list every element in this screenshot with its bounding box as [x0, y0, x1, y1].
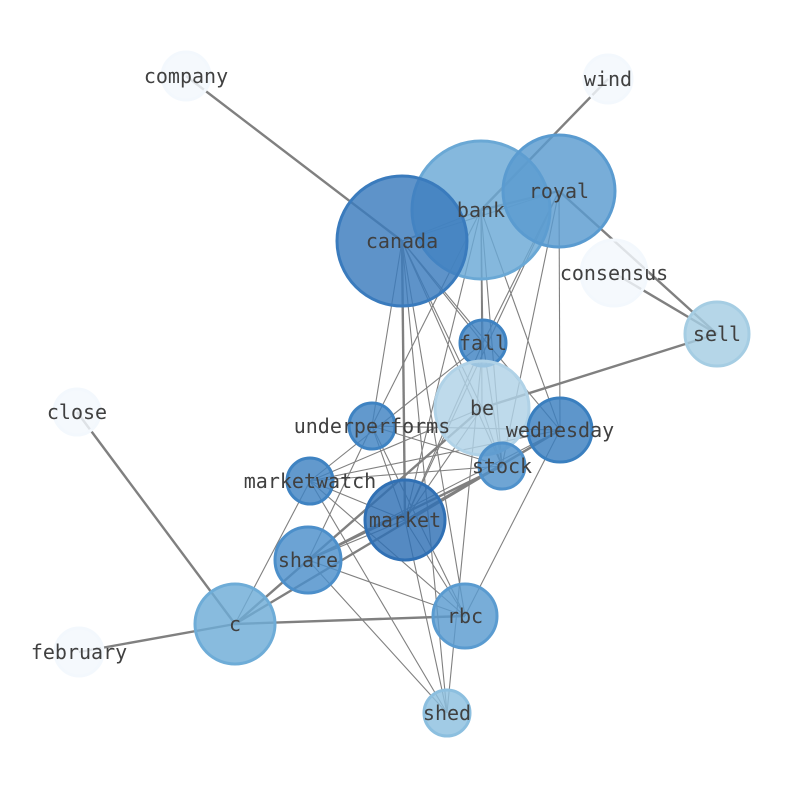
node-stock[interactable] — [477, 441, 527, 491]
node-company[interactable] — [160, 50, 212, 102]
node-label-share: share — [278, 548, 338, 572]
node-canada[interactable] — [335, 174, 469, 308]
edge-close-c — [76, 411, 236, 625]
node-label-c: c — [229, 612, 241, 636]
node-label-shed: shed — [423, 701, 471, 725]
node-label-rbc: rbc — [447, 604, 483, 628]
node-label-marketwatch: marketwatch — [244, 469, 376, 493]
node-label-company: company — [144, 64, 228, 88]
edge-wednesday-rbc — [464, 429, 561, 617]
node-february[interactable] — [53, 626, 105, 678]
label-layer: company wind bank royal canada consensus sell f… — [31, 64, 741, 725]
node-label-stock: stock — [472, 454, 532, 478]
node-label-sell: sell — [693, 322, 741, 346]
edge-fall-marketwatch — [309, 342, 484, 482]
node-rbc[interactable] — [431, 582, 499, 650]
edge-c-be — [234, 407, 483, 625]
node-label-fall: fall — [459, 331, 507, 355]
edge-marketwatch-shed — [309, 480, 448, 714]
node-sell[interactable] — [683, 300, 751, 368]
node-marketwatch[interactable] — [285, 456, 335, 506]
node-underperforms[interactable] — [347, 401, 397, 451]
node-layer — [52, 50, 751, 738]
edge-layer — [76, 75, 718, 714]
node-label-royal: royal — [529, 179, 589, 203]
node-label-canada: canada — [366, 229, 438, 253]
node-label-close: close — [47, 400, 107, 424]
node-shed[interactable] — [422, 688, 472, 738]
node-close[interactable] — [52, 387, 102, 437]
node-label-market: market — [369, 508, 441, 532]
node-label-wednesday: wednesday — [506, 418, 614, 442]
node-c[interactable] — [193, 582, 277, 666]
node-label-consensus: consensus — [560, 261, 668, 285]
node-wednesday[interactable] — [526, 396, 594, 464]
node-label-bank: bank — [457, 198, 505, 222]
node-share[interactable] — [273, 525, 343, 595]
node-royal[interactable] — [501, 133, 617, 249]
node-consensus[interactable] — [579, 238, 649, 308]
node-label-wind: wind — [584, 67, 632, 91]
node-label-be: be — [470, 396, 494, 420]
node-wind[interactable] — [582, 53, 634, 105]
node-label-underperforms: underperforms — [294, 414, 451, 438]
node-market[interactable] — [363, 478, 447, 562]
node-label-february: february — [31, 640, 127, 664]
